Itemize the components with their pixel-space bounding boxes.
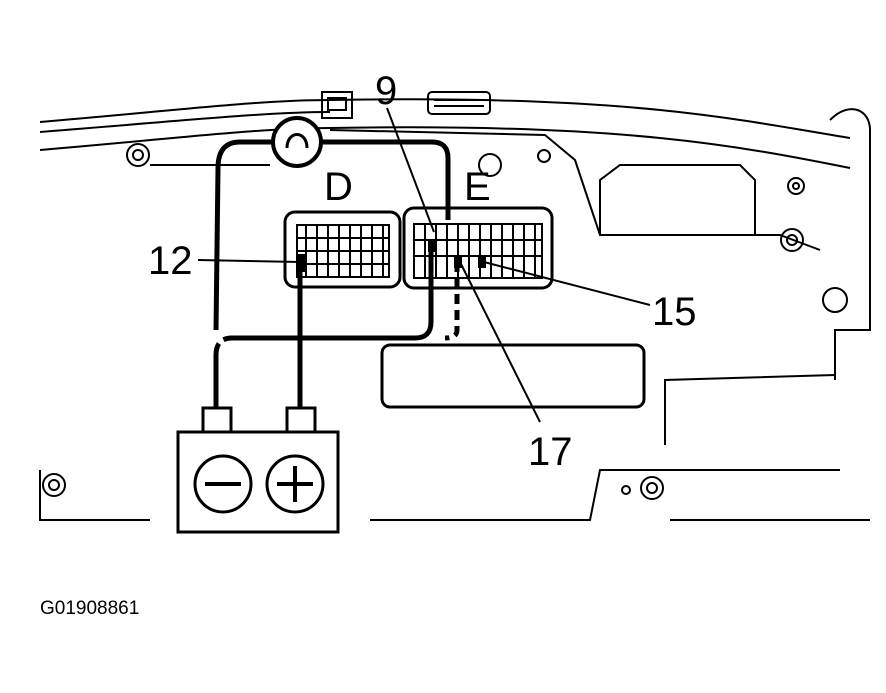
- plus-terminal-icon: [265, 454, 325, 514]
- top-clips: [321, 91, 491, 119]
- connector-d: [283, 210, 402, 289]
- test-wires: [213, 139, 460, 408]
- callout-leaders: [197, 107, 651, 423]
- pin-callout-17: 17: [528, 430, 573, 474]
- screw-bosses: [42, 143, 848, 500]
- pin-callout-9: 9: [375, 69, 397, 113]
- connector-e: [402, 206, 554, 290]
- bulb-icon: [271, 116, 323, 168]
- panel-outline: [39, 98, 871, 521]
- connector-label-e: E: [464, 165, 491, 209]
- figure-code: G01908861: [40, 598, 139, 619]
- pin-callout-12: 12: [148, 239, 193, 283]
- battery: [176, 406, 340, 534]
- pin-callout-15: 15: [652, 290, 697, 334]
- minus-terminal-icon: [193, 454, 253, 514]
- connector-label-d: D: [324, 165, 353, 209]
- display-window: [380, 343, 646, 409]
